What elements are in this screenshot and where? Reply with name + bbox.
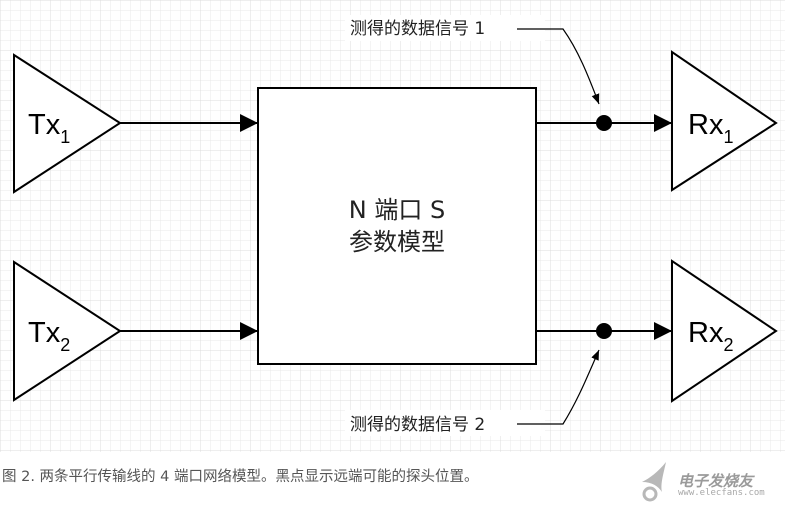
- svg-text:Rx2: Rx2: [688, 317, 733, 355]
- probe-point-2: [596, 323, 612, 339]
- svg-text:Tx2: Tx2: [28, 317, 70, 355]
- tx2-driver: Tx2: [13, 260, 122, 402]
- figure-caption: 图 2. 两条平行传输线的 4 端口网络模型。黑点显示远端可能的探头位置。: [2, 469, 479, 485]
- tx1-label: Tx: [28, 109, 61, 141]
- tx1-driver: Tx1: [13, 53, 122, 194]
- probe-leader-2: [517, 349, 600, 425]
- probe-leader-1: [517, 28, 600, 105]
- tx2-subscript: 2: [60, 335, 70, 355]
- s-parameter-block: N 端口 S 参数模型: [257, 87, 537, 365]
- rx1-subscript: 1: [723, 127, 733, 147]
- svg-text:Tx1: Tx1: [28, 109, 70, 147]
- probe-label-1: 测得的数据信号 1: [350, 19, 485, 39]
- block-label-line2: 参数模型: [349, 228, 445, 256]
- block-label-line1: N 端口 S: [349, 196, 445, 224]
- svg-text:Rx1: Rx1: [688, 109, 733, 147]
- watermark-logo-icon: [642, 462, 666, 502]
- rx1-receiver: Rx1: [671, 50, 778, 192]
- network-diagram: Tx1 Tx2 N 端口 S 参数模型 Rx1 Rx2 测得的数据信号 1: [0, 0, 785, 452]
- rx2-subscript: 2: [723, 335, 733, 355]
- probe-point-1: [596, 115, 612, 131]
- rx1-label: Rx: [688, 109, 724, 141]
- watermark: 电子发烧友 www.elecfans.com: [638, 458, 783, 508]
- tx1-subscript: 1: [60, 127, 70, 147]
- rx2-label: Rx: [688, 317, 724, 349]
- tx2-label: Tx: [28, 317, 61, 349]
- rx2-receiver: Rx2: [671, 259, 778, 403]
- watermark-text: 电子发烧友: [678, 472, 754, 490]
- probe-label-2: 测得的数据信号 2: [350, 415, 485, 435]
- watermark-url: www.elecfans.com: [678, 488, 765, 498]
